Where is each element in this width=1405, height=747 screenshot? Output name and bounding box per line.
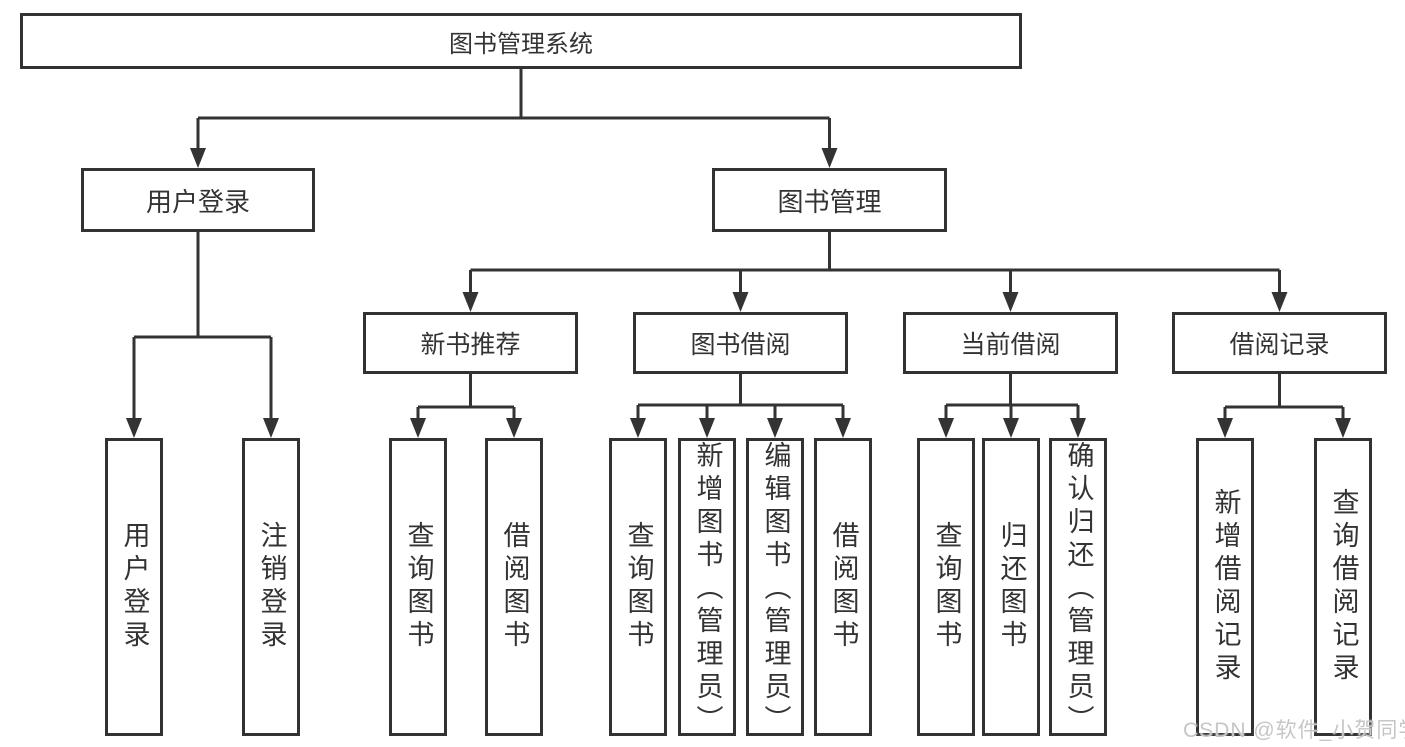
arrow-down-icon — [821, 148, 838, 168]
arrow-down-icon — [1217, 418, 1233, 438]
leaf-cb-query-books-label: 查询图书 — [931, 521, 962, 653]
connector-book-management-to-level3 — [462, 232, 1288, 312]
node-book-borrowing: 图书借阅 — [633, 312, 848, 374]
leaf-cb-confirm-return-admin-label: 确认归还（管理员） — [1063, 441, 1094, 738]
leaf-nbr-query-books: 查询图书 — [389, 438, 447, 736]
leaf-br-add-record-label: 新增借阅记录 — [1210, 488, 1241, 686]
leaf-nbr-borrow-books-label: 借阅图书 — [499, 521, 530, 653]
arrow-down-icon — [1335, 418, 1351, 438]
arrow-down-icon — [1003, 418, 1019, 438]
leaf-cb-confirm-return-admin: 确认归还（管理员） — [1049, 438, 1107, 738]
leaf-logout: 注销登录 — [242, 438, 300, 736]
leaf-cb-return-books-label: 归还图书 — [996, 521, 1027, 653]
leaf-nbr-query-books-label: 查询图书 — [403, 521, 434, 653]
leaf-bb-add-books-admin: 新增图书（管理员） — [678, 438, 736, 738]
node-borrow-records: 借阅记录 — [1172, 312, 1387, 374]
arrow-down-icon — [1002, 292, 1019, 312]
arrow-down-icon — [938, 418, 954, 438]
arrow-down-icon — [506, 418, 522, 438]
leaf-bb-query-books-label: 查询图书 — [623, 521, 654, 653]
arrow-down-icon — [462, 292, 479, 312]
arrow-down-icon — [1070, 418, 1086, 438]
arrow-down-icon — [835, 418, 851, 438]
node-book-management: 图书管理 — [712, 168, 947, 232]
leaf-logout-label: 注销登录 — [256, 521, 287, 653]
leaf-bb-borrow-books: 借阅图书 — [814, 438, 872, 736]
leaf-user-login-label: 用户登录 — [119, 521, 150, 653]
node-user-login: 用户登录 — [81, 168, 315, 232]
leaf-br-query-record: 查询借阅记录 — [1314, 438, 1372, 736]
node-new-book-recommend: 新书推荐 — [363, 312, 578, 374]
arrow-down-icon — [263, 418, 279, 438]
connector-root-to-level2 — [190, 69, 838, 168]
connector-current-borrowing-to-leaves — [938, 374, 1086, 438]
leaf-bb-edit-books-admin: 编辑图书（管理员） — [746, 438, 804, 738]
node-root: 图书管理系统 — [20, 13, 1022, 69]
arrow-down-icon — [410, 418, 426, 438]
leaf-br-query-record-label: 查询借阅记录 — [1328, 488, 1359, 686]
connector-book-borrowing-to-leaves — [630, 374, 851, 438]
leaf-cb-query-books: 查询图书 — [917, 438, 975, 736]
arrow-down-icon — [732, 292, 749, 312]
connector-new-book-recommend-to-leaves — [410, 374, 522, 438]
leaf-br-add-record: 新增借阅记录 — [1196, 438, 1254, 736]
arrow-down-icon — [1271, 292, 1288, 312]
leaf-nbr-borrow-books: 借阅图书 — [485, 438, 543, 736]
connector-borrow-records-to-leaves — [1217, 374, 1351, 438]
arrow-down-icon — [190, 148, 206, 168]
watermark: CSDN @软件_小贺同学 — [1183, 719, 1405, 742]
leaf-bb-edit-books-admin-label: 编辑图书（管理员） — [760, 441, 791, 738]
arrow-down-icon — [699, 418, 715, 438]
node-current-borrowing: 当前借阅 — [903, 312, 1118, 374]
leaf-cb-return-books: 归还图书 — [982, 438, 1040, 736]
leaf-user-login: 用户登录 — [105, 438, 163, 736]
leaf-bb-borrow-books-label: 借阅图书 — [828, 521, 859, 653]
leaf-bb-add-books-admin-label: 新增图书（管理员） — [692, 441, 723, 738]
arrow-down-icon — [630, 418, 646, 438]
arrow-down-icon — [767, 418, 783, 438]
leaf-bb-query-books: 查询图书 — [609, 438, 667, 736]
connector-user-login-to-leaves — [126, 232, 279, 438]
arrow-down-icon — [126, 418, 142, 438]
